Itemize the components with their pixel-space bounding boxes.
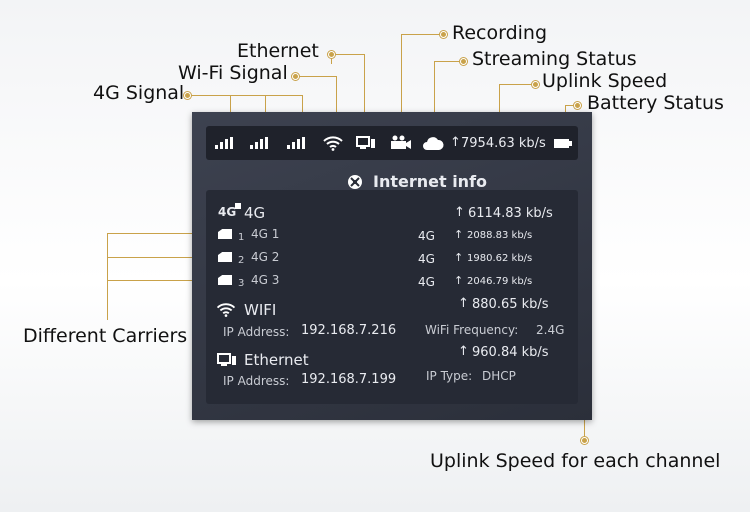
cloud-icon [423,137,444,150]
carrier-speed: 2046.79 kb/s [467,276,533,287]
sim-card-icon [218,252,232,262]
wifi-speed: 880.65 kb/s [472,297,549,312]
leader-line [434,61,435,131]
leader-line [294,76,336,77]
signal-small-icon [235,203,241,209]
upload-arrow-icon: ↑ [454,228,464,241]
callout-4g-signal: 4G Signal [93,82,185,104]
leader-line [499,84,500,130]
callout-uplink-each-channel: Uplink Speed for each channel [430,450,721,472]
leader-dot [292,73,299,80]
4g-badge-icon: 4G [218,205,237,219]
callout-battery-status: Battery Status [587,92,724,114]
wifi-frequency-label: WiFi Frequency: [425,323,519,337]
callout-different-carriers: Different Carriers [23,325,188,347]
wifi-ip-label: IP Address: [223,325,290,339]
leader-dot [328,51,335,58]
total-uplink-speed: 7954.63 kb/s [461,136,546,151]
callout-recording: Recording [452,22,548,44]
carrier-speed: 2088.83 kb/s [467,230,533,241]
device-screen: ↑ 7954.63 kb/s Internet info 4G 4G ↑ 611… [192,112,592,420]
sim-card-icon [218,275,232,285]
upload-arrow-icon: ↑ [454,251,464,264]
callout-uplink-speed: Uplink Speed [542,70,668,92]
ethernet-ip-type-value: DHCP [482,369,516,383]
carrier-index: 3 [238,278,245,289]
signal-icon [287,137,307,149]
wifi-section-label: WIFI [244,301,277,319]
carrier-name: 4G 2 [251,250,280,264]
upload-arrow-icon: ↑ [454,205,465,220]
signal-icon [215,137,235,149]
leader-line [401,34,402,130]
leader-line [107,280,208,281]
upload-arrow-icon: ↑ [454,274,464,287]
ethernet-ip-label: IP Address: [223,374,290,388]
recording-icon [391,135,411,149]
carrier-name: 4G 1 [251,227,280,241]
leader-dot [460,58,467,65]
carrier-type: 4G [418,252,435,266]
leader-dot [574,102,581,109]
internet-globe-icon [348,175,362,189]
leader-line [187,95,303,96]
ethernet-ip-type-label: IP Type: [426,369,473,383]
leader-line [364,54,365,136]
internet-info-panel: 4G 4G ↑ 6114.83 kb/s 1 4G 1 4G ↑ 2088.83… [206,190,578,404]
ethernet-section-label: Ethernet [244,351,309,369]
wifi-frequency-value: 2.4G [536,323,565,337]
leader-dot [440,31,447,38]
leader-dot [184,92,191,99]
carrier-name: 4G 3 [251,273,280,287]
upload-arrow-icon: ↑ [450,135,461,150]
carrier-type: 4G [418,275,435,289]
4g-section-label: 4G [244,204,266,222]
leader-line [401,34,441,35]
ethernet-icon [356,136,375,149]
internet-info-title: Internet info [373,172,488,191]
leader-line [107,233,208,234]
wifi-ip-value: 192.168.7.216 [301,323,397,338]
ethernet-speed: 960.84 kb/s [472,345,549,360]
sim-card-icon [218,229,232,239]
signal-icon [250,137,270,149]
leader-dot [581,437,588,444]
leader-line [331,54,332,64]
wifi-icon [323,136,343,151]
leader-line [565,105,577,106]
leader-line [107,257,208,258]
ethernet-icon [217,353,236,366]
callout-ethernet: Ethernet [237,40,319,62]
carrier-index: 2 [238,255,245,266]
leader-line [434,61,462,62]
carrier-speed: 1980.62 kb/s [467,253,533,264]
wifi-icon [216,303,236,317]
leader-line [336,76,337,132]
callout-wifi-signal: Wi-Fi Signal [178,62,288,84]
leader-line [331,54,364,55]
battery-icon [554,139,572,148]
callout-streaming-status: Streaming Status [472,48,637,70]
ethernet-ip-value: 192.168.7.199 [301,372,397,387]
carrier-index: 1 [238,232,245,243]
leader-line [499,84,535,85]
4g-total-speed: 6114.83 kb/s [468,206,553,221]
upload-arrow-icon: ↑ [458,344,469,359]
status-bar: ↑ 7954.63 kb/s [206,126,578,160]
upload-arrow-icon: ↑ [458,296,469,311]
carrier-type: 4G [418,229,435,243]
leader-dot [532,81,539,88]
leader-line [107,233,108,320]
